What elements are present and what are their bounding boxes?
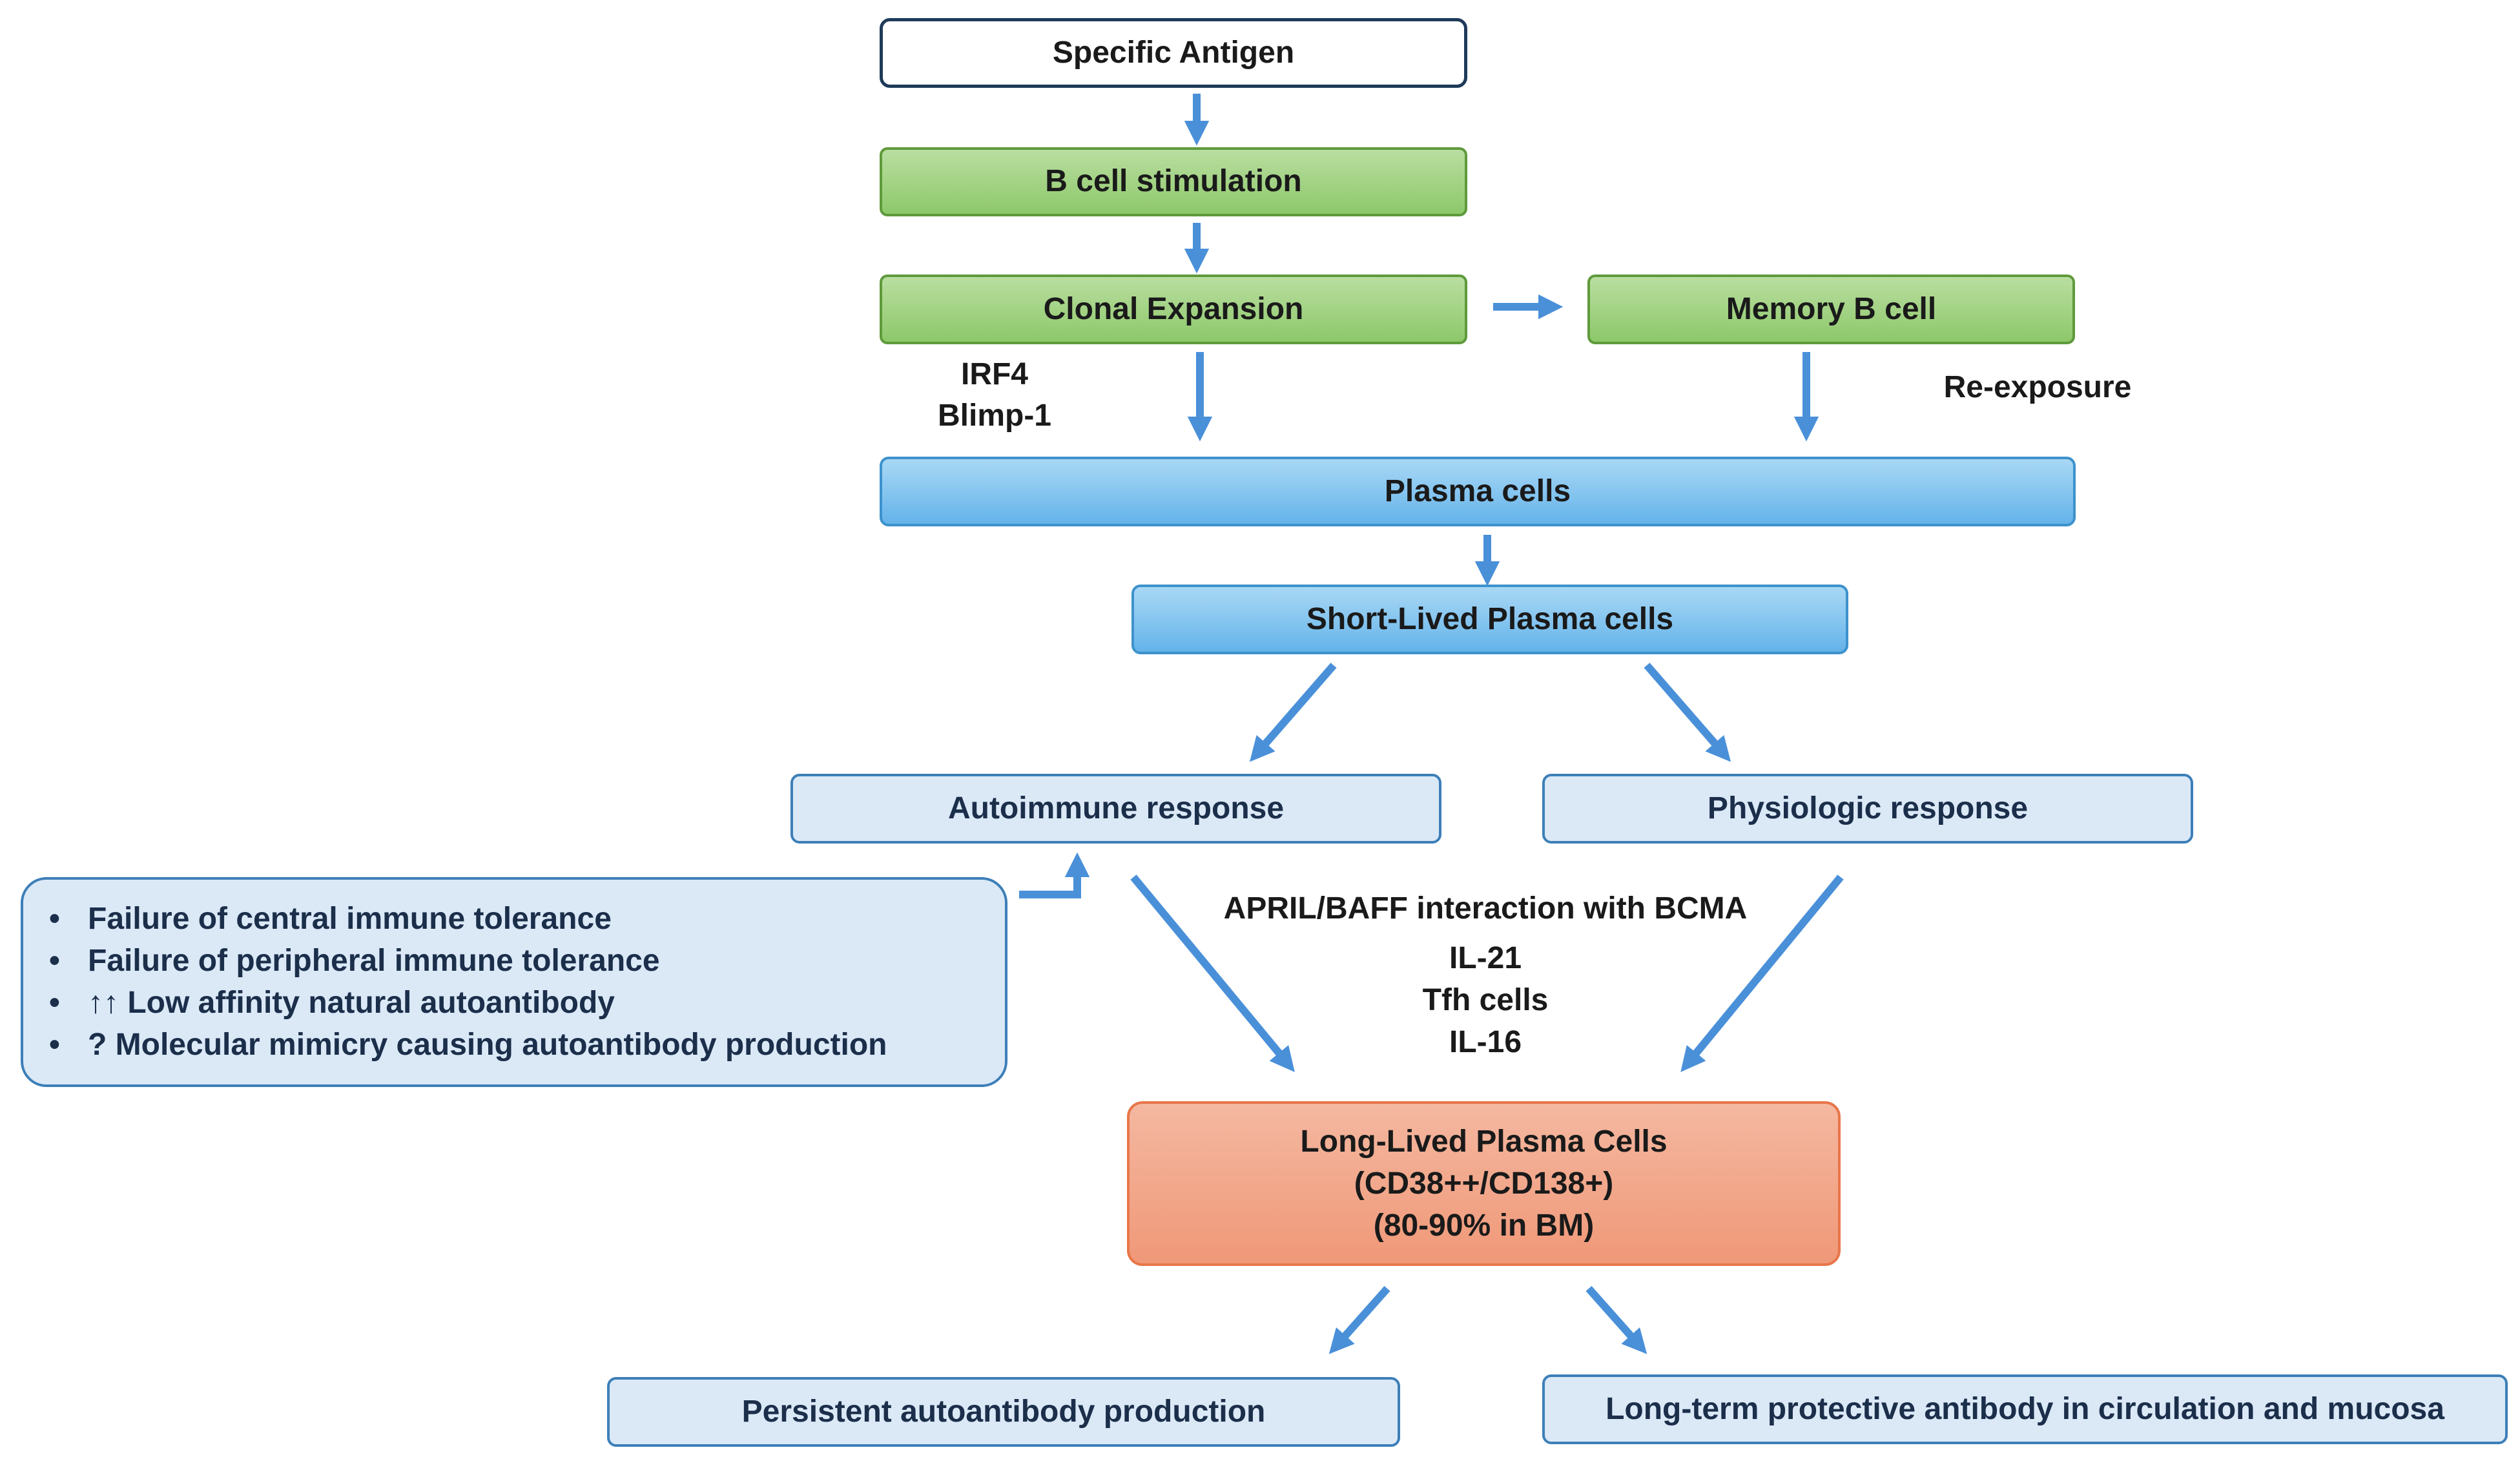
long-lived-title: Long-Lived Plasma Cells (1300, 1124, 1668, 1159)
node-memory-b-cell: Memory B cell (1587, 275, 2075, 344)
factor-item: •Failure of central immune tolerance (49, 902, 612, 936)
autoimmune-factors-box: •Failure of central immune tolerance •Fa… (21, 877, 1007, 1087)
node-physiologic-response: Physiologic response (1542, 774, 2193, 844)
long-lived-markers: (CD38++/CD138+) (1354, 1166, 1614, 1201)
factor-item: •Failure of peripheral immune tolerance (49, 944, 660, 978)
node-plasma-cells: Plasma cells (880, 457, 2076, 526)
label-april-baff: APRIL/BAFF interaction with BCMA (1223, 891, 1748, 926)
node-b-cell-stimulation: B cell stimulation (880, 147, 1467, 216)
label-il-21: IL-21 (1449, 941, 1522, 975)
arrow-longlived-to-persistent (1328, 1286, 1390, 1354)
node-clonal-expansion: Clonal Expansion (880, 275, 1467, 344)
arrow-physiologic-to-longlived (1680, 875, 1844, 1072)
arrow-autoimmune-to-longlived (1130, 875, 1295, 1072)
arrow-factors-to-autoimmune (1019, 852, 1090, 898)
node-short-lived-plasma-cells: Short-Lived Plasma cells (1131, 585, 1848, 654)
factor-item: •↑↑ Low affinity natural autoantibody (49, 986, 615, 1020)
arrow-longlived-to-protective (1585, 1286, 1647, 1354)
label-re-exposure: Re-exposure (1943, 370, 2132, 404)
node-long-term-protective-antibody: Long-term protective antibody in circula… (1542, 1374, 2508, 1444)
label-tfh-cells: Tfh cells (1422, 983, 1549, 1017)
label-blimp-1: Blimp-1 (937, 399, 1051, 433)
node-long-lived-plasma-cells: Long-Lived Plasma Cells (CD38++/CD138+) … (1127, 1101, 1841, 1266)
node-autoimmune-response: Autoimmune response (790, 774, 1441, 844)
node-specific-antigen: Specific Antigen (880, 18, 1467, 88)
arrow-shortlived-to-physiologic (1644, 663, 1731, 762)
label-il-16: IL-16 (1449, 1025, 1522, 1059)
node-persistent-autoantibody: Persistent autoantibody production (607, 1377, 1400, 1447)
arrow-shortlived-to-autoimmune (1249, 663, 1337, 762)
long-lived-location: (80-90% in BM) (1373, 1208, 1595, 1243)
factor-item: •? Molecular mimicry causing autoantibod… (49, 1028, 887, 1062)
factors-list: •Failure of central immune tolerance •Fa… (49, 898, 979, 1066)
label-irf4: IRF4 (960, 357, 1028, 391)
